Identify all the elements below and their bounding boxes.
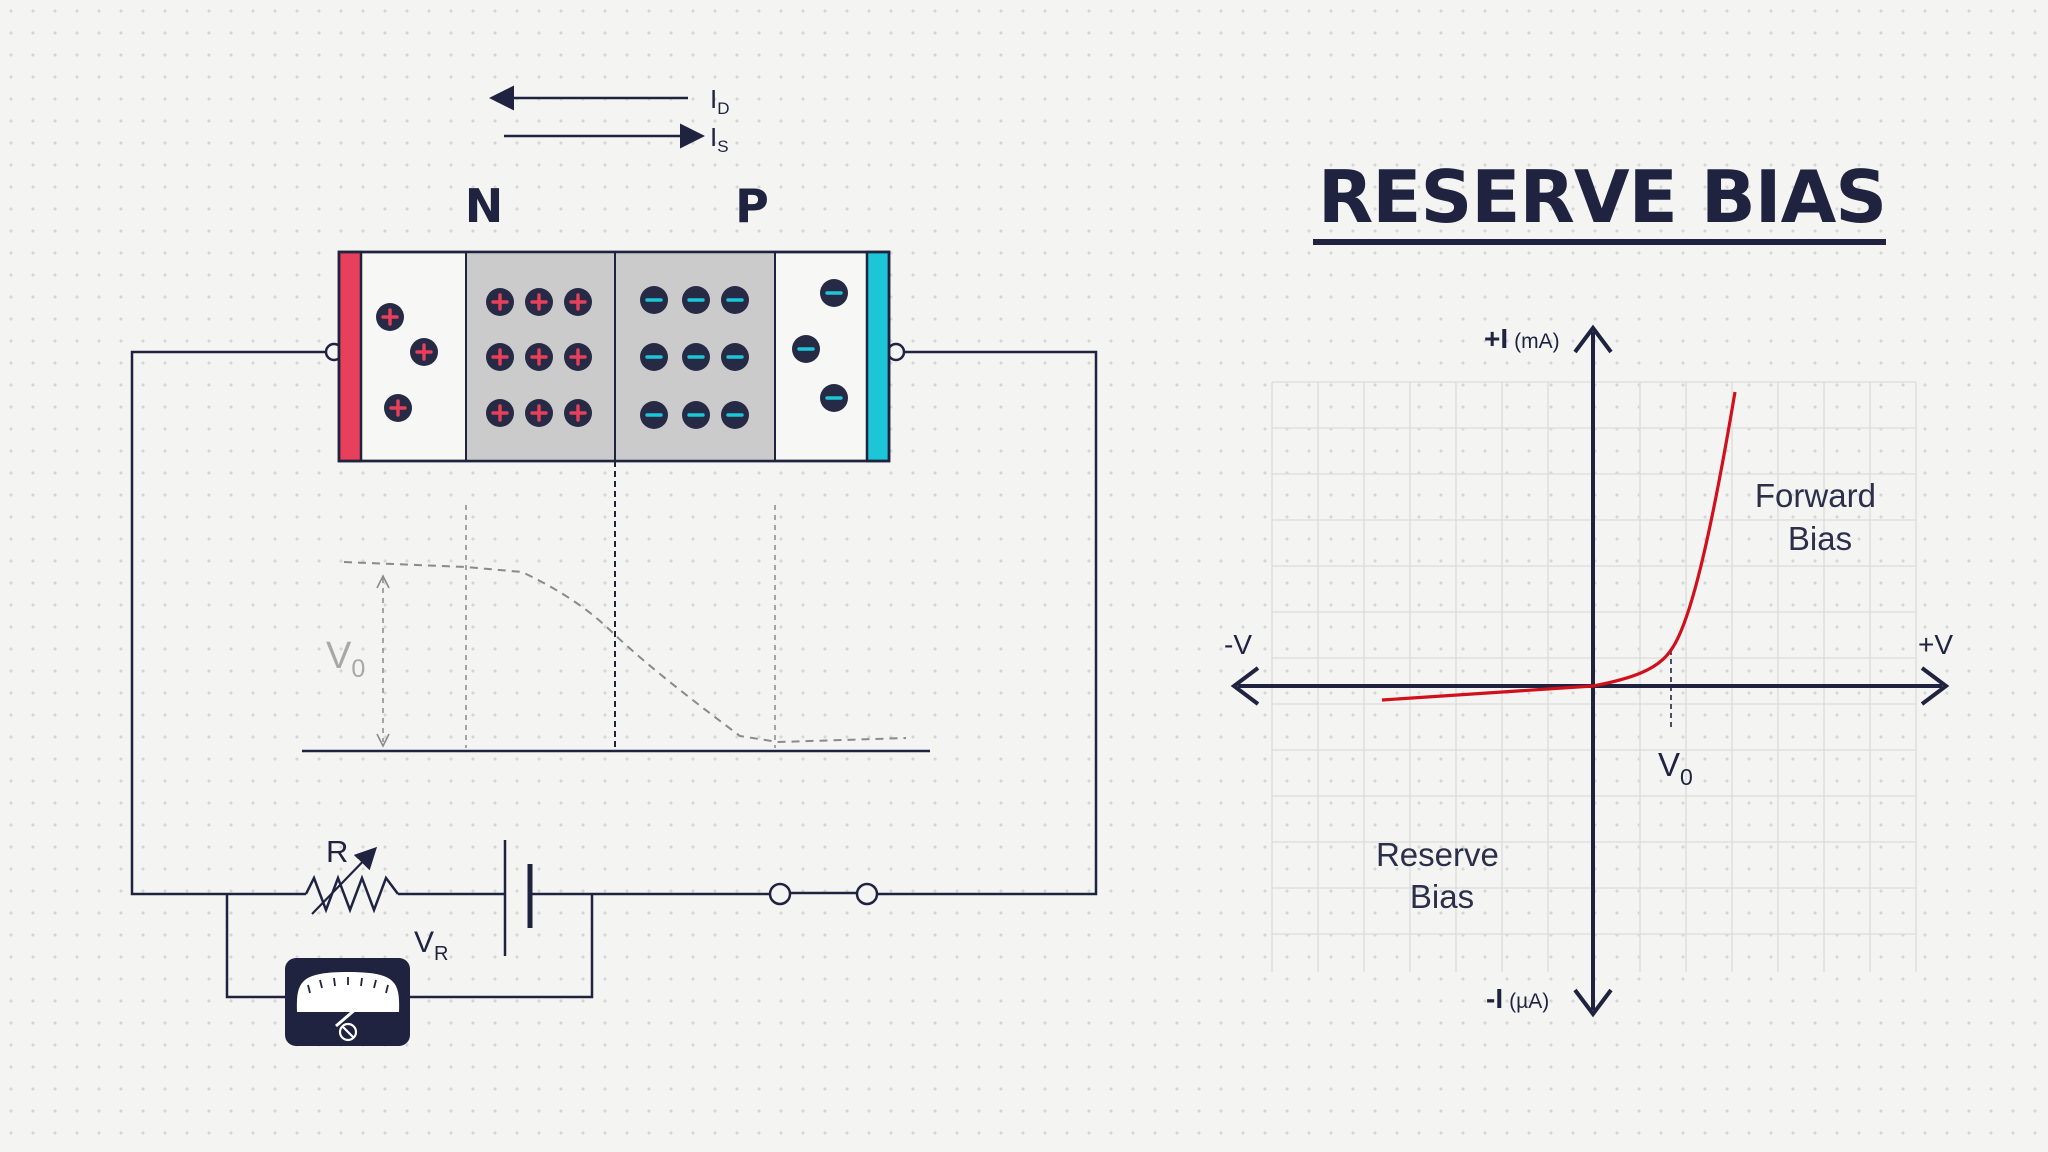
hole-carrier bbox=[374, 301, 406, 333]
voltmeter: VR bbox=[285, 926, 448, 1046]
page-title: RESERVE BIAS bbox=[1318, 155, 1886, 239]
iv-characteristic-chart: -V +V +I(mA) -I(µA) V0 Forward Bias Rese… bbox=[1224, 323, 1953, 1018]
resistor-label: R bbox=[326, 834, 348, 869]
potential-barrier-plot: V0 bbox=[302, 461, 930, 753]
negative-ion bbox=[638, 341, 670, 373]
current-arrows: ID IS bbox=[489, 84, 730, 156]
variable-resistor: R bbox=[304, 834, 399, 915]
negative-ion bbox=[719, 399, 751, 431]
reverse-bias-label: Reserve Bias bbox=[1376, 836, 1508, 915]
negative-ion bbox=[638, 284, 670, 316]
x-axis-positive-label: +V bbox=[1918, 629, 1953, 660]
negative-terminal bbox=[865, 250, 891, 463]
p-region-label: P bbox=[735, 179, 769, 233]
battery bbox=[503, 840, 533, 956]
electron-carrier bbox=[790, 333, 822, 365]
electron-carrier bbox=[818, 277, 850, 309]
positive-ion bbox=[523, 397, 555, 429]
diffusion-current-label: IS bbox=[710, 122, 729, 156]
open-switch bbox=[768, 882, 879, 906]
iv-curve bbox=[1381, 391, 1737, 702]
negative-ion bbox=[719, 341, 751, 373]
x-axis-negative-label: -V bbox=[1224, 629, 1252, 660]
positive-ion bbox=[562, 397, 594, 429]
n-region-label: N bbox=[465, 179, 504, 233]
y-axis-positive-label: +I(mA) bbox=[1484, 323, 1560, 354]
positive-ion bbox=[484, 286, 516, 318]
negative-ion bbox=[680, 341, 712, 373]
negative-ion bbox=[680, 399, 712, 431]
chart-grid bbox=[1271, 381, 1917, 972]
circuit-wires bbox=[130, 342, 1098, 999]
barrier-voltage-label: V0 bbox=[326, 635, 365, 683]
positive-ion bbox=[562, 286, 594, 318]
hole-carrier bbox=[382, 392, 414, 424]
threshold-voltage-label: V0 bbox=[1658, 746, 1693, 790]
positive-ion bbox=[484, 341, 516, 373]
positive-ion bbox=[562, 341, 594, 373]
negative-ion bbox=[680, 284, 712, 316]
positive-terminal bbox=[337, 250, 363, 463]
negative-ion bbox=[638, 399, 670, 431]
voltmeter-label: VR bbox=[414, 926, 448, 965]
drift-current-label: ID bbox=[710, 84, 730, 118]
positive-ion bbox=[523, 341, 555, 373]
y-axis-negative-label: -I(µA) bbox=[1486, 983, 1549, 1014]
pn-junction bbox=[337, 250, 891, 463]
positive-ion bbox=[484, 397, 516, 429]
hole-carrier bbox=[408, 336, 440, 368]
forward-bias-label: Forward Bias bbox=[1755, 477, 1885, 557]
positive-ion bbox=[523, 286, 555, 318]
negative-ion bbox=[719, 284, 751, 316]
electron-carrier bbox=[818, 382, 850, 414]
